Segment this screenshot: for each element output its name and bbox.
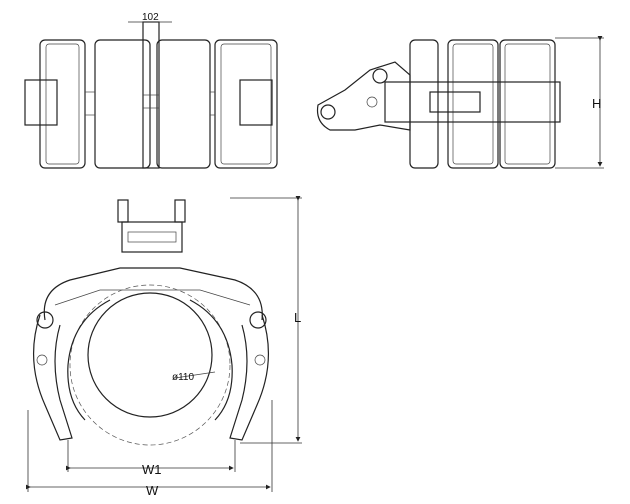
gap-dimension-label: 102: [142, 12, 159, 23]
length-dimension-label: L: [294, 310, 301, 325]
width-dimension-label: W: [146, 483, 159, 498]
front-view: ø110 L W1 W: [26, 196, 302, 498]
top-view: 102: [24, 12, 278, 169]
inner-width-dimension-label: W1: [142, 462, 162, 477]
height-dimension-label: H: [592, 96, 601, 111]
diameter-label: ø110: [172, 372, 194, 383]
side-view: H: [316, 36, 604, 169]
